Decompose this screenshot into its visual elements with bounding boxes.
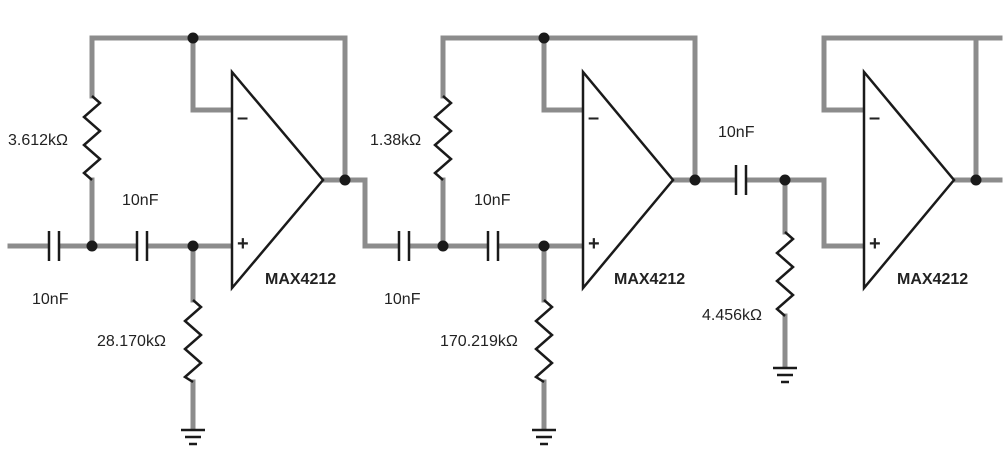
opamps xyxy=(230,68,956,292)
stage1-shunt-resistor-label: 28.170kΩ xyxy=(97,333,166,350)
stage3-shunt-resistor-label: 4.456kΩ xyxy=(702,307,762,324)
opamp-icon xyxy=(581,68,675,292)
resistor-icon xyxy=(82,95,102,181)
resistor-icon xyxy=(533,299,554,384)
junction-dot-icon xyxy=(187,32,199,44)
stage2-inverting-sign: – xyxy=(588,107,599,129)
stage2-input-cap-label: 10nF xyxy=(384,291,421,308)
junction-dot-icon xyxy=(187,240,199,252)
capacitor-icon xyxy=(734,165,748,195)
capacitor-icon xyxy=(397,231,411,261)
capacitor-icon xyxy=(486,231,500,261)
stage2-opamp-label: MAX4212 xyxy=(614,271,685,288)
stage1-inverting-sign: – xyxy=(237,107,248,129)
resistor-icon xyxy=(433,95,453,181)
stage2-noninverting-sign: + xyxy=(588,233,600,255)
ground-icon xyxy=(773,366,797,384)
stage1-series-cap-label: 10nF xyxy=(122,192,159,209)
capacitor-icon xyxy=(135,231,149,261)
junction-dot-icon xyxy=(86,240,98,252)
stage1-noninverting-sign: + xyxy=(237,233,249,255)
junctions xyxy=(86,32,982,252)
stage3-coupling-cap-label: 10nF xyxy=(718,124,755,141)
stage3-noninverting-sign: + xyxy=(869,233,881,255)
capacitor-icon xyxy=(47,231,61,261)
ground-icon xyxy=(181,428,205,446)
junction-dot-icon xyxy=(779,174,791,186)
stage2-shunt-resistor-label: 170.219kΩ xyxy=(440,333,518,350)
grounds xyxy=(181,366,797,446)
stage1-input-cap-label: 10nF xyxy=(32,291,69,308)
resistors xyxy=(82,95,795,384)
junction-dot-icon xyxy=(689,174,701,186)
ground-icon xyxy=(532,428,556,446)
junction-dot-icon xyxy=(538,240,550,252)
junction-dot-icon xyxy=(339,174,351,186)
wires xyxy=(7,35,1003,431)
junction-dot-icon xyxy=(970,174,982,186)
opamp-icon xyxy=(230,68,325,292)
stage2-series-cap-label: 10nF xyxy=(474,192,511,209)
stage3-opamp-label: MAX4212 xyxy=(897,271,968,288)
stage1-opamp-label: MAX4212 xyxy=(265,271,336,288)
junction-dot-icon xyxy=(538,32,550,44)
junction-dot-icon xyxy=(437,240,449,252)
capacitors xyxy=(47,165,748,261)
stage3-inverting-sign: – xyxy=(869,107,880,129)
stage1-feedback-resistor-label: 3.612kΩ xyxy=(8,132,68,149)
resistor-icon xyxy=(775,231,795,317)
opamp-icon xyxy=(862,68,956,292)
resistor-icon xyxy=(182,299,203,384)
stage2-feedback-resistor-label: 1.38kΩ xyxy=(370,132,421,149)
